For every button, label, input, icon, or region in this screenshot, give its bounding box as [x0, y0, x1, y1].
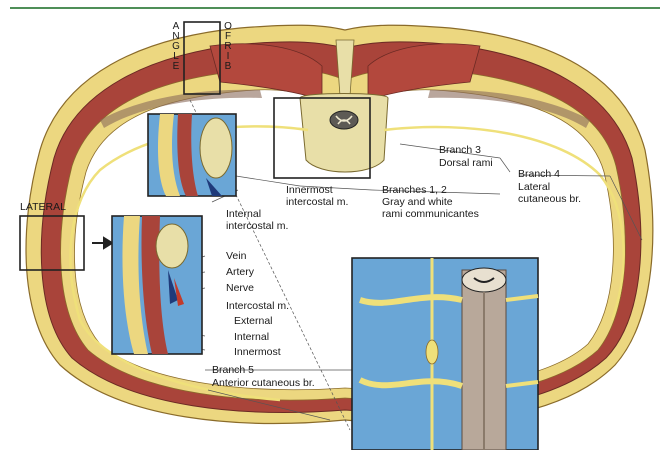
external-label: External: [234, 315, 273, 327]
inset-spinal-cord: [352, 258, 538, 450]
lateral-cutaneous-label-line2: cutaneous br.: [518, 193, 581, 205]
branches12-label: Branches 1, 2: [382, 184, 447, 196]
branch3-label: Branch 3: [439, 144, 481, 156]
branch4-label: Branch 4: [518, 168, 560, 180]
of-rib-vertical-label: OF RIB: [224, 22, 232, 72]
inset-angle-of-rib: [148, 114, 236, 196]
vertebra: [300, 94, 388, 173]
nerve-label: Nerve: [226, 282, 254, 294]
vein-label: Vein: [226, 250, 246, 262]
anterior-cutaneous-label: Anterior cutaneous br.: [212, 377, 315, 389]
angle-vertical-label: ANGLE: [172, 22, 180, 72]
internal-intercostal-label-line2: intercostal m.: [226, 220, 288, 232]
innermost-intercostal-label-line2: intercostal m.: [286, 196, 348, 208]
innermost-label: Innermost: [234, 346, 281, 358]
lateral-cutaneous-label-line1: Lateral: [518, 181, 550, 193]
gray-white-rami-label-line2: rami communicantes: [382, 208, 479, 220]
innermost-intercostal-label-line1: Innermost: [286, 184, 333, 196]
dorsal-rami-label: Dorsal rami: [439, 157, 493, 169]
gray-white-rami-label-line1: Gray and white: [382, 196, 453, 208]
internal-intercostal-label-line1: Internal: [226, 208, 261, 220]
intercostal-m-label: Intercostal m.: [226, 300, 289, 312]
inset-lateral: [112, 216, 202, 354]
artery-label: Artery: [226, 266, 254, 278]
internal-label: Internal: [234, 331, 269, 343]
branch5-label: Branch 5: [212, 364, 254, 376]
lateral-label: LATERAL: [20, 201, 66, 213]
